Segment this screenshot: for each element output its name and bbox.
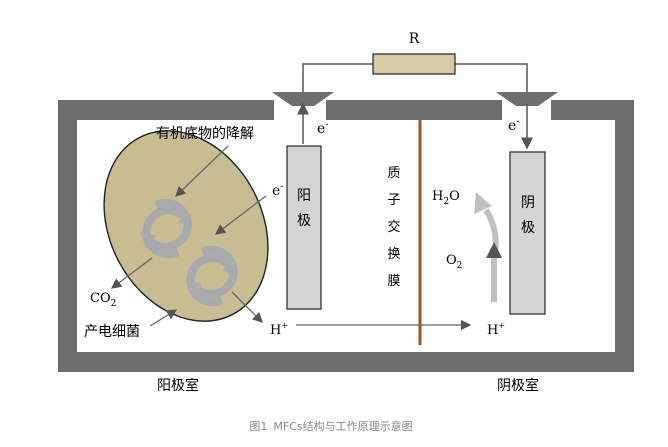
anode-electrode (286, 145, 322, 310)
caption-text: MFCs结构与工作原理示意图 (273, 420, 413, 433)
bacteria-label: 产电细菌 (84, 324, 140, 340)
cathode-chamber-label: 阴极室 (497, 377, 539, 394)
water-label: H2O (432, 189, 460, 207)
oxygen-label: O2 (446, 253, 462, 271)
circuit-wire (302, 63, 528, 92)
co2-label: CO2 (90, 291, 116, 309)
proton-label-right: H+ (487, 321, 505, 338)
organic-substrate-label: 有机底物的降解 (156, 126, 254, 142)
proton-arrow-bacteria (231, 291, 263, 323)
electron-label-right: e- (508, 117, 519, 134)
electron-arrow-bacteria (214, 195, 267, 235)
figure-caption: 图1 MFCs结构与工作原理示意图 (0, 418, 668, 434)
oxygen-reduction-arrow (474, 192, 502, 302)
resistor (372, 53, 456, 75)
co2-arrow (110, 257, 153, 289)
cathode-electrode (509, 151, 546, 315)
anode-label: 阳极 (297, 188, 311, 229)
proton-label-left: H+ (270, 321, 288, 338)
cathode-label: 阴极 (521, 195, 535, 236)
anode-chamber-label: 阳极室 (157, 377, 199, 394)
electron-label-bacteria: e- (272, 182, 283, 199)
bacteria-arrow (149, 309, 178, 327)
metabolic-cycle-icon (142, 198, 238, 307)
electron-label-left: e- (317, 120, 328, 137)
resistor-label: R (409, 31, 420, 47)
organic-arrow (175, 145, 229, 197)
membrane-label: 质子交换膜 (387, 166, 400, 289)
caption-number: 图1 (249, 420, 268, 433)
metabolic-cycle-arrowheads (140, 212, 236, 296)
anode-funnel (272, 92, 334, 106)
cathode-funnel (496, 92, 558, 106)
